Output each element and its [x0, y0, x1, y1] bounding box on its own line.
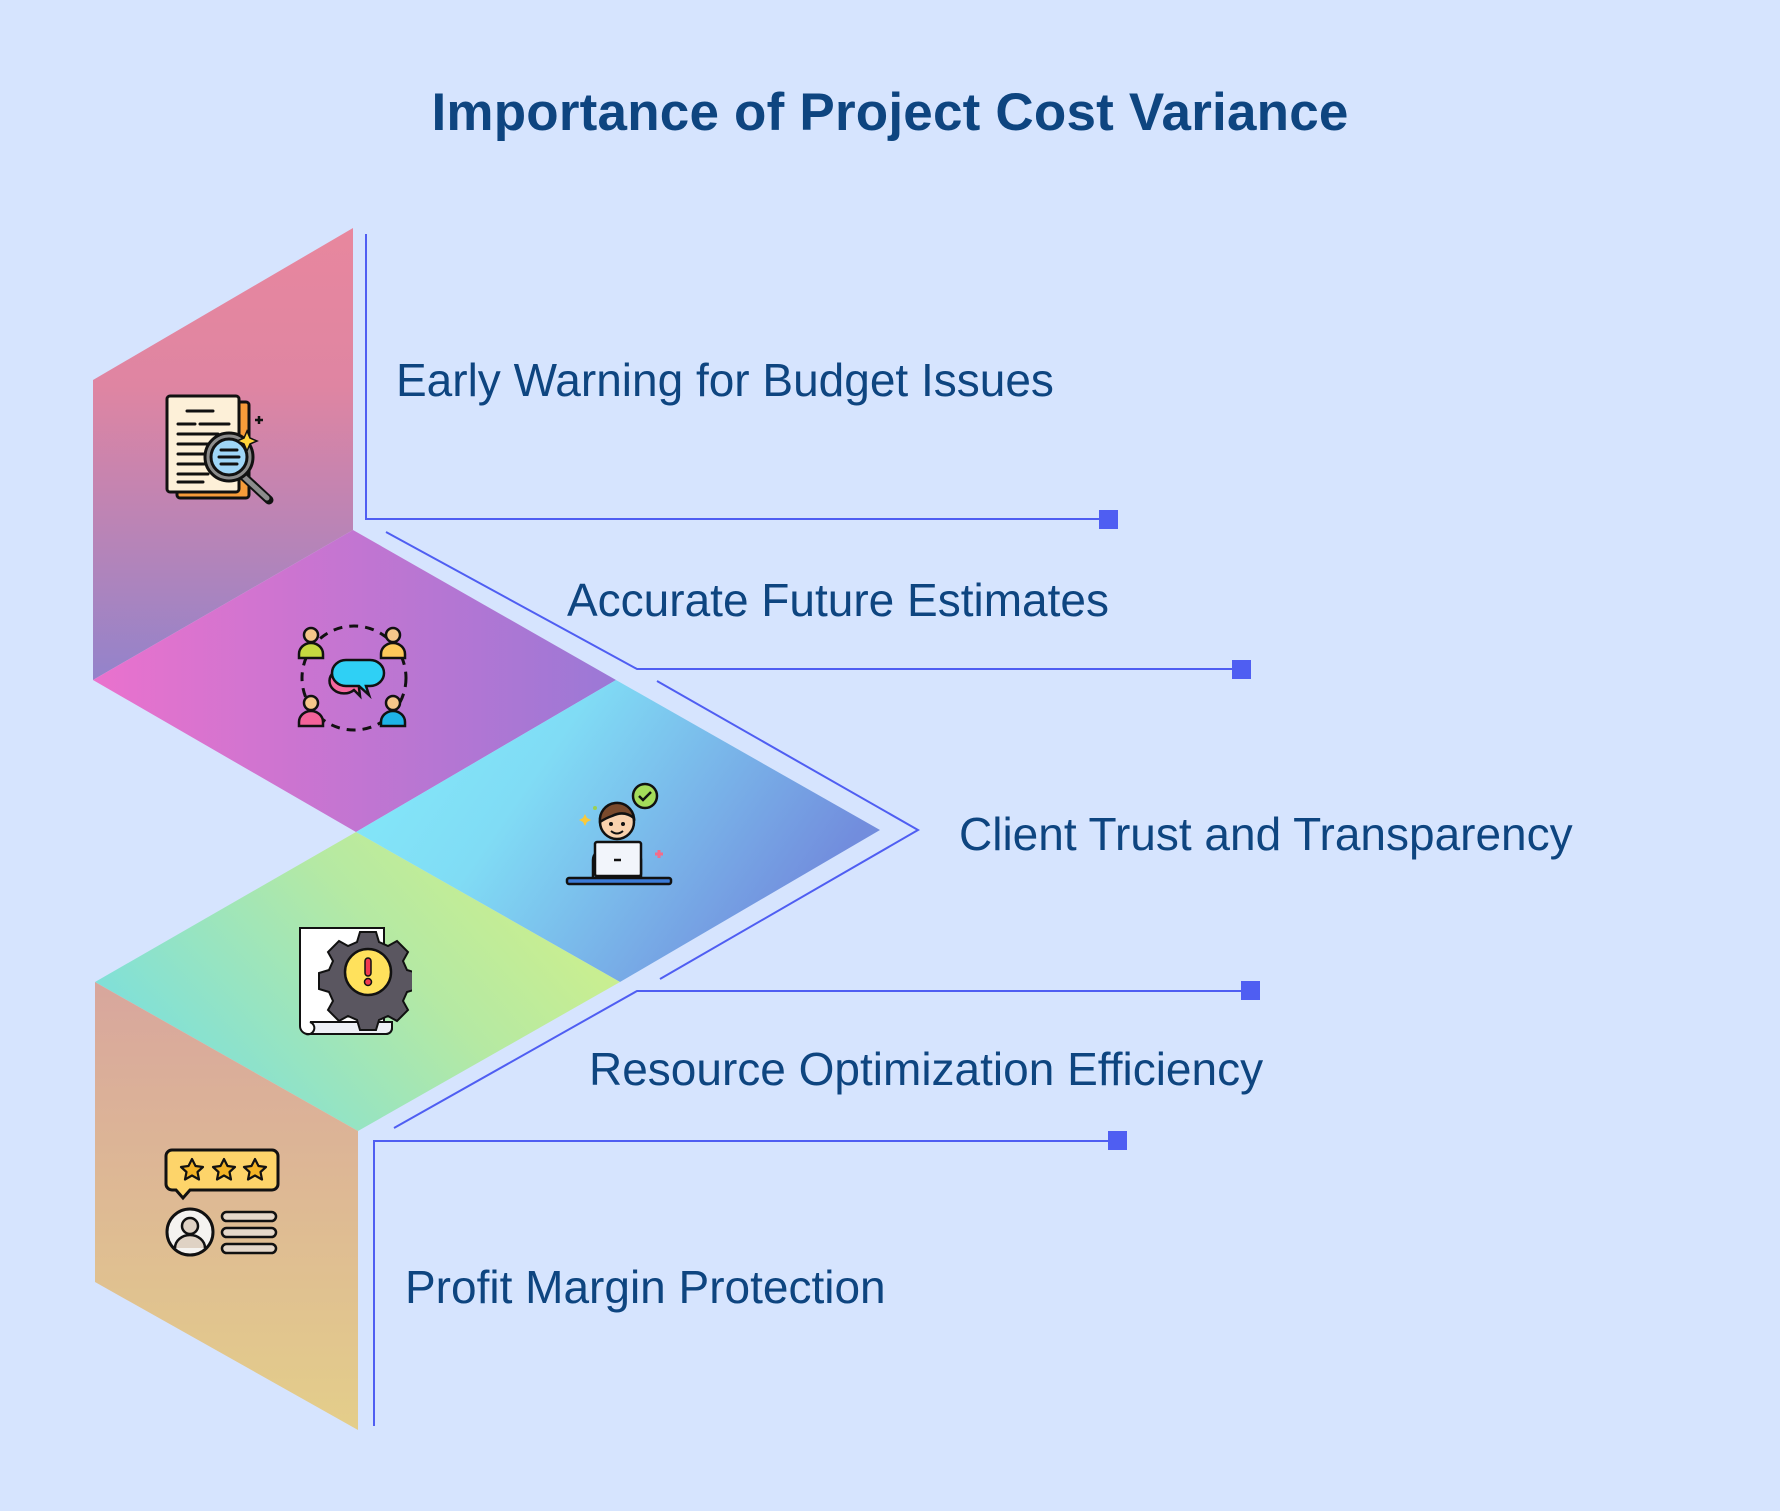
connector-5 — [373, 1140, 1117, 1426]
connector-2 — [385, 531, 1242, 670]
rating-review-icon — [164, 1148, 280, 1257]
connector-end-5 — [1108, 1131, 1127, 1150]
gear-warning-document-icon — [299, 927, 412, 1036]
item-label-accurate-estimates: Accurate Future Estimates — [567, 574, 1109, 626]
connector-3 — [656, 680, 921, 980]
panel-profit-margin — [95, 982, 358, 1430]
connector-1 — [365, 234, 1109, 520]
connector-end-4 — [1241, 981, 1260, 1000]
item-label-client-trust: Client Trust and Transparency — [959, 808, 1573, 860]
team-discussion-icon — [297, 624, 408, 732]
connector-end-1 — [1099, 510, 1118, 529]
item-label-profit-margin: Profit Margin Protection — [405, 1261, 886, 1313]
connector-4 — [393, 990, 1250, 1129]
document-search-icon — [165, 394, 274, 505]
item-label-resource-optimization: Resource Optimization Efficiency — [589, 1043, 1264, 1095]
happy-client-laptop-icon — [565, 782, 673, 886]
connector-end-2 — [1232, 660, 1251, 679]
item-label-early-warning: Early Warning for Budget Issues — [396, 354, 1054, 406]
page-title: Importance of Project Cost Variance — [431, 83, 1349, 142]
